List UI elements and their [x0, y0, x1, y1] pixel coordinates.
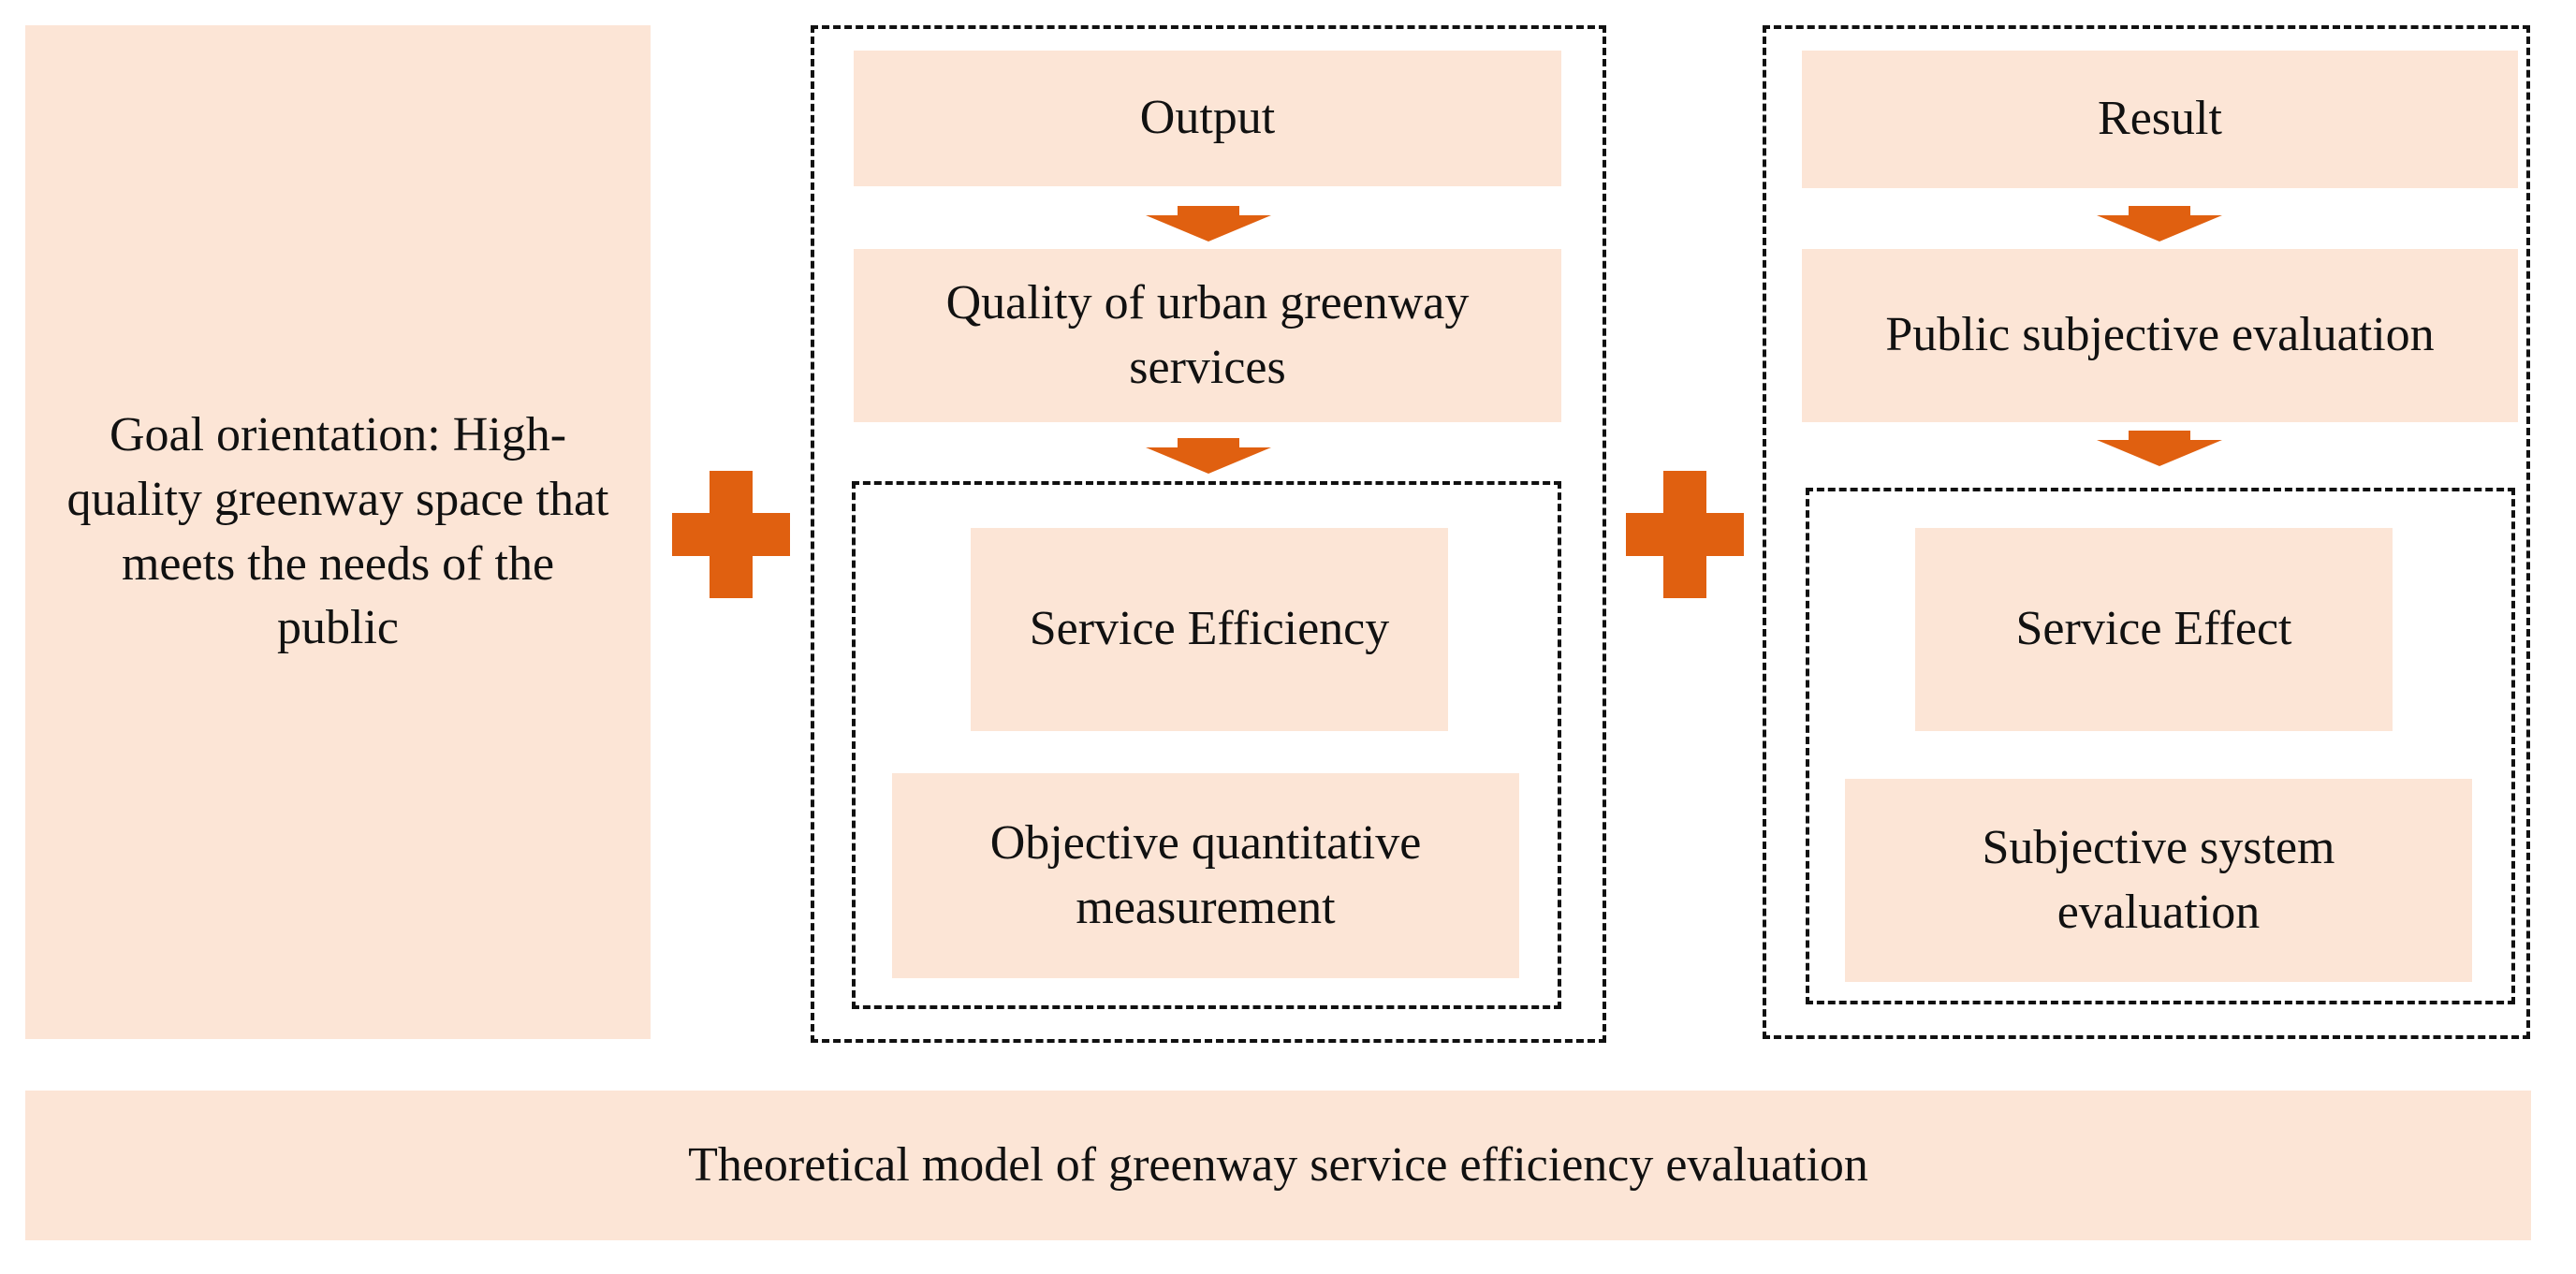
system-label: Subjective system evaluation: [1982, 820, 2335, 939]
quality-box: Quality of urban greenway services: [854, 249, 1561, 422]
arrow-down-icon: [1146, 438, 1271, 474]
footer-box: Theoretical model of greenway service ef…: [25, 1091, 2531, 1240]
arrow-down-icon: [2097, 431, 2222, 466]
arrow-down-icon: [2097, 206, 2222, 242]
result-inner-group: [1806, 488, 2515, 1004]
plus-icon: [672, 471, 790, 598]
output-group: [811, 25, 1606, 1043]
output-header-label: Output: [1139, 91, 1276, 145]
effect-label: Service Effect: [2015, 602, 2292, 656]
evaluation-label: Public subjective evaluation: [1885, 308, 2435, 362]
effect-box: Service Effect: [1915, 528, 2393, 731]
efficiency-box: Service Efficiency: [971, 528, 1448, 731]
output-header: Output: [854, 51, 1561, 186]
measurement-box: Objective quantitative measurement: [892, 773, 1519, 978]
efficiency-label: Service Efficiency: [1029, 602, 1390, 656]
measurement-label: Objective quantitative measurement: [989, 815, 1422, 934]
footer-label: Theoretical model of greenway service ef…: [688, 1137, 1868, 1192]
output-inner-group: [852, 481, 1561, 1009]
goal-box: Goal orientation: High-quality greenway …: [25, 25, 651, 1039]
quality-label: Quality of urban greenway services: [945, 275, 1470, 394]
result-header-label: Result: [2098, 92, 2222, 146]
arrow-down-icon: [1146, 206, 1271, 242]
plus-icon: [1626, 471, 1744, 598]
goal-label: Goal orientation: High-quality greenway …: [66, 408, 609, 655]
evaluation-box: Public subjective evaluation: [1802, 249, 2518, 422]
result-group: [1763, 25, 2530, 1039]
system-box: Subjective system evaluation: [1845, 779, 2472, 982]
result-header: Result: [1802, 51, 2518, 188]
